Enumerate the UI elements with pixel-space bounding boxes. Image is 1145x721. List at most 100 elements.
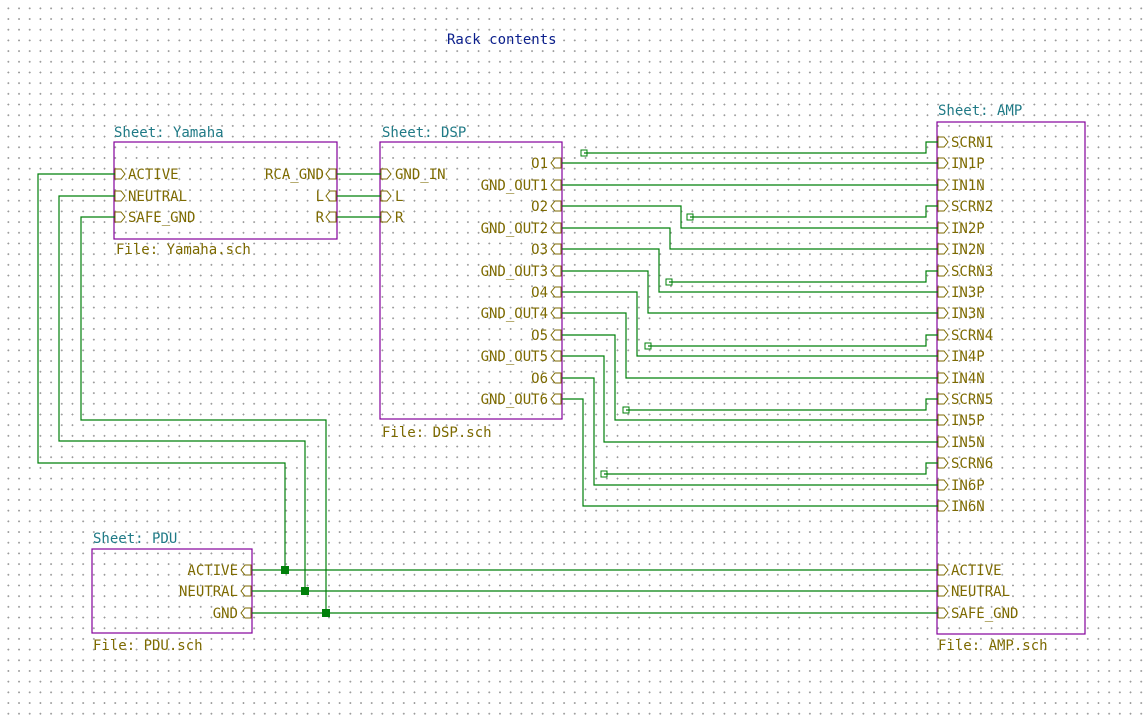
pin-shape [937,479,949,491]
pdu-pin-neutral: NEUTRAL [179,584,238,600]
pin-shape [550,200,562,212]
amp-pin-in2n: IN2N [951,242,985,258]
sheet-yamaha-box[interactable] [113,141,338,240]
pin-shape [937,200,949,212]
wire-end-marker [600,470,608,478]
pin-shape [240,564,252,576]
pin-shape [114,168,126,180]
pin-shape [937,329,949,341]
amp-pin-scrn3: SCRN3 [951,264,993,280]
pin-shape [937,307,949,319]
dsp-pin-gnd-out5: GND_OUT5 [481,349,548,365]
amp-pin-in3n: IN3N [951,306,985,322]
amp-pin-in5p: IN5P [951,413,985,429]
dsp-pin-o4: O4 [531,285,548,301]
pin-shape [325,211,337,223]
sheet-amp-name: Sheet: AMP [938,103,1022,119]
yamaha-pin-r: R [316,210,325,226]
amp-pin-in3p: IN3P [951,285,985,301]
amp-pin-in2p: IN2P [951,221,985,237]
wire-o3-in3p [562,248,938,293]
pin-shape [550,350,562,362]
sheet-dsp[interactable]: Sheet: DSP File: DSP.sch GND_IN L R O1 G… [379,125,563,441]
pin-shape [937,564,949,576]
wire-scrn4 [648,334,938,347]
pin-shape [550,393,562,405]
amp-pin-scrn1: SCRN1 [951,135,993,151]
wire-o2-in2p [562,205,938,229]
pin-shape [550,372,562,384]
sheet-dsp-name: Sheet: DSP [382,125,466,141]
amp-input-pins: SCRN1 IN1P IN1N SCRN2 IN2P IN2N SCRN3 IN… [937,135,993,515]
amp-pin-in1n: IN1N [951,178,985,194]
pin-shape [937,607,949,619]
wire-yamaha-safe-gnd [80,216,327,613]
pin-shape [550,243,562,255]
yamaha-pin-neutral: NEUTRAL [128,189,187,205]
wire-o4-in4p [562,291,938,357]
amp-power-pins: ACTIVE NEUTRAL SAFE_GND [937,563,1018,622]
dsp-pin-o3: O3 [531,242,548,258]
wire-gnd-out5-in5n [562,355,938,443]
pdu-pin-gnd: GND [213,606,238,622]
junction-dot [281,566,289,574]
pin-shape [550,179,562,191]
wire-end-marker [665,278,673,286]
junction-dot [301,587,309,595]
pin-shape [380,211,392,223]
pin-shape [937,500,949,512]
dsp-pin-r: R [395,210,404,226]
amp-pin-in4p: IN4P [951,349,985,365]
dsp-pin-l: L [395,189,403,205]
sheet-amp[interactable]: Sheet: AMP File: AMP.sch SCRN1 IN1P IN1N… [936,103,1086,654]
pin-shape [240,607,252,619]
pin-shape [937,372,949,384]
wire-yamaha-active [37,173,286,570]
sheet-pdu[interactable]: Sheet: PDU File: PDU.sch ACTIVE NEUTRAL … [91,531,253,654]
sheet-pdu-file: File: PDU.sch [93,638,203,654]
amp-pin-in4n: IN4N [951,371,985,387]
wire-o5-in5p [562,334,938,421]
wire-scrn5 [626,398,938,411]
pin-shape [114,211,126,223]
amp-pin-in5n: IN5N [951,435,985,451]
wire-scrn3 [669,270,938,283]
dsp-output-pins: O1 GND_OUT1 O2 GND_OUT2 O3 GND_OUT3 O4 G… [481,156,562,408]
wire-end-marker [580,149,588,157]
pin-shape [325,190,337,202]
dsp-pin-gnd-out3: GND_OUT3 [481,264,548,280]
pin-shape [937,265,949,277]
wire-end-marker [686,213,694,221]
pin-shape [937,436,949,448]
pdu-pin-active: ACTIVE [187,563,238,579]
dsp-pin-o1: O1 [531,156,548,172]
pin-shape [937,179,949,191]
pin-shape [550,329,562,341]
pin-shape [240,585,252,597]
wire-scrn1 [584,141,938,154]
dsp-pin-o6: O6 [531,371,548,387]
wire-gnd-out2-in2n [562,227,938,250]
yamaha-pin-safe-gnd: SAFE_GND [128,210,195,226]
amp-pin-scrn5: SCRN5 [951,392,993,408]
wire-end-marker [622,406,630,414]
wire-o6-in6p [562,377,938,486]
pin-shape [550,157,562,169]
pin-shape [937,393,949,405]
wire-gnd-out6-in6n [562,398,938,507]
wire-scrn6 [604,462,938,475]
dsp-pin-gnd-in: GND_IN [395,167,446,183]
wire-scrn2 [690,205,938,218]
amp-pin-scrn2: SCRN2 [951,199,993,215]
wire-yamaha-neutral [58,195,306,591]
diagram-title: Rack contents [447,32,557,48]
wire-end-marker [644,342,652,350]
sheet-dsp-box[interactable] [379,141,563,420]
sheet-yamaha-name: Sheet: Yamaha [114,125,224,141]
amp-pin-scrn6: SCRN6 [951,456,993,472]
wires [37,141,938,617]
pin-shape [550,222,562,234]
sheet-yamaha[interactable]: Sheet: Yamaha File: Yamaha.sch ACTIVE NE… [113,125,338,258]
sheet-dsp-file: File: DSP.sch [382,425,492,441]
